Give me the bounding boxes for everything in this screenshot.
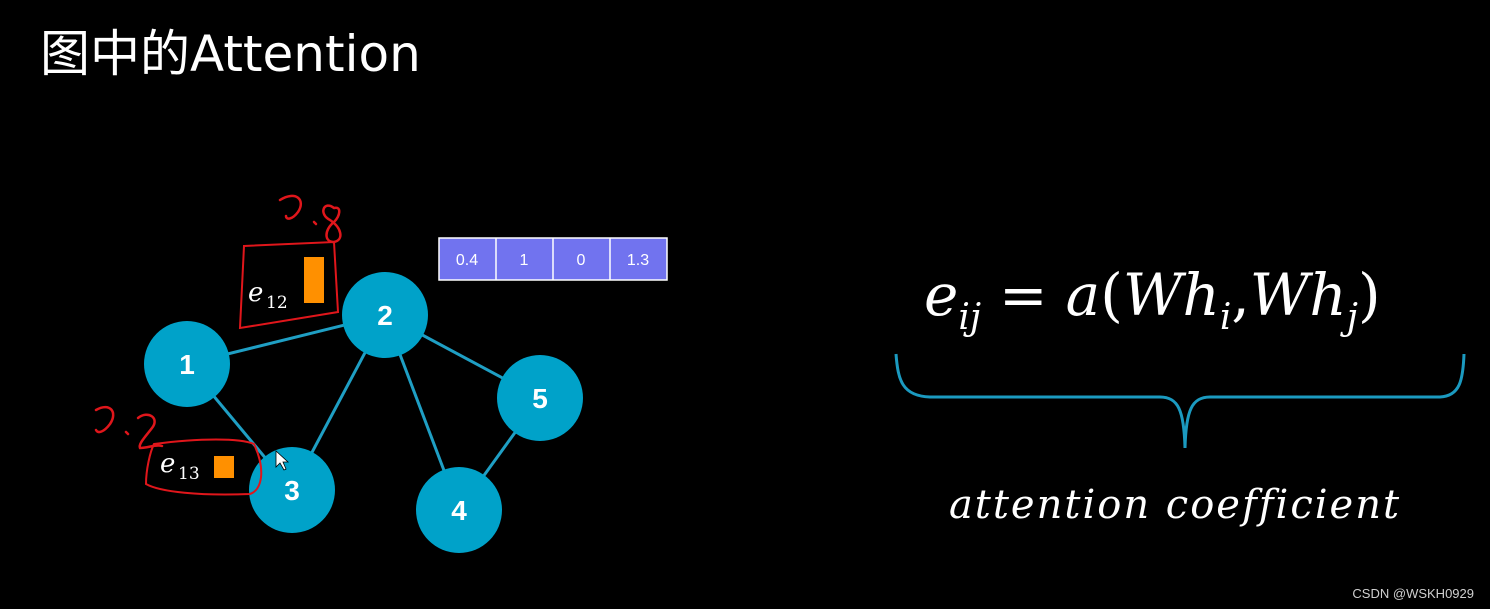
node-label: 4 [451, 495, 467, 526]
attention-caption: attention coefficient [949, 482, 1401, 528]
handwritten-score-0-2 [94, 405, 164, 450]
score-subscript: 13 [178, 464, 200, 484]
formula-w1: W [1123, 261, 1187, 329]
formula-lhs-base: e [924, 261, 958, 329]
svg-text:eij=a(Whi,Whj): eij=a(Whi,Whj) [924, 261, 1381, 338]
formula-open: ( [1100, 261, 1123, 329]
node-label: 2 [377, 300, 393, 331]
graph-node-3: 3 [249, 447, 335, 533]
formula-h1: h [1182, 261, 1219, 329]
edge-score-e13: e 13 [94, 405, 263, 496]
page-title: 图中的Attention [40, 25, 421, 83]
handwritten-score-0-8 [278, 194, 342, 244]
underbrace [894, 353, 1466, 449]
attention-formula: eij=a(Whi,Whj) [924, 261, 1381, 338]
mouse-cursor-icon [275, 450, 290, 471]
score-bar-e13 [214, 456, 234, 478]
edge-score-e12: e 12 [238, 194, 342, 330]
watermark: CSDN @WSKH0929 [1352, 586, 1474, 601]
score-subscript: 12 [266, 293, 288, 313]
formula-sub1: i [1220, 297, 1232, 338]
formula-equals: = [999, 261, 1048, 329]
vector-cell: 1.3 [627, 252, 649, 269]
node-label: 1 [179, 349, 195, 380]
node-label: 3 [284, 475, 300, 506]
formula-comma: , [1231, 261, 1249, 329]
vector-cell: 0 [577, 252, 586, 269]
vector-cell: 0.4 [456, 252, 478, 269]
formula-w2: W [1250, 261, 1314, 329]
graph-node-1: 1 [144, 321, 230, 407]
graph-node-2: 2 [342, 272, 428, 358]
graph-node-5: 5 [497, 355, 583, 441]
node-label: 5 [532, 383, 548, 414]
vector-cell: 1 [520, 252, 529, 269]
formula-lhs-sub: ij [958, 297, 981, 338]
score-bar-e12 [304, 257, 324, 303]
formula-close: ) [1358, 261, 1381, 329]
formula-func: a [1066, 261, 1101, 329]
score-base: e [248, 278, 263, 308]
formula-h2: h [1309, 261, 1346, 329]
score-base: e [160, 449, 175, 479]
graph-node-4: 4 [416, 467, 502, 553]
feature-vector: 0.4 1 0 1.3 [438, 237, 668, 281]
